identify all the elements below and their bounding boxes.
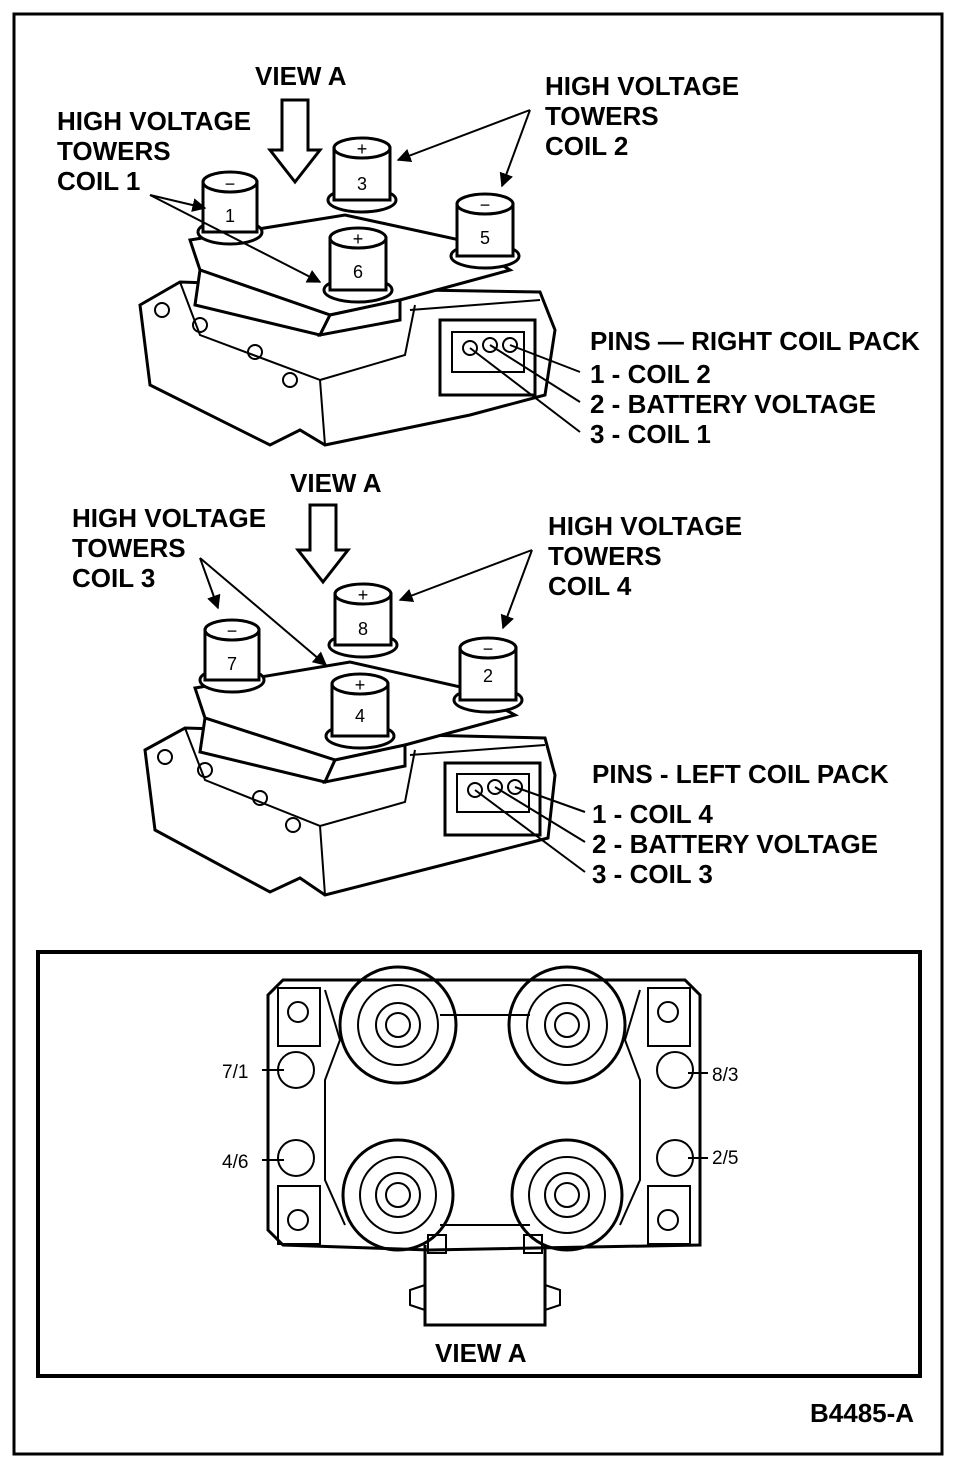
right-pin-3: 3 - COIL 1 [590,419,711,449]
tower-top-upper-left [338,965,458,1085]
coil2-label-line2: TOWERS [545,101,659,131]
coil1-label-line2: TOWERS [57,136,171,166]
right-pin-1: 1 - COIL 2 [590,359,711,389]
tower-5-number: 5 [480,228,490,248]
top-view-box [36,950,922,1378]
tower-2-number: 2 [483,666,493,686]
tower-4-number: 4 [355,706,365,726]
figure-id: B4485-A [810,1398,914,1428]
coil1-label-line1: HIGH VOLTAGE [57,106,251,136]
coil-pack-top-view [262,965,708,1327]
view-a-arrow-top [266,98,324,185]
tower-top-lower-left [341,1138,455,1252]
left-pin-1: 1 - COIL 4 [592,799,713,829]
tower-4: 4 + [324,672,396,750]
right-coil-pack: 1 − 3 + 6 + 5 − [138,136,557,447]
svg-text:+: + [358,585,369,605]
right-pin-2: 2 - BATTERY VOLTAGE [590,389,876,419]
right-pins-title: PINS — RIGHT COIL PACK [590,326,920,356]
outer-border [12,12,944,1456]
tower-2: 2 − [452,636,524,714]
tower-8-number: 8 [358,619,368,639]
hole-label-2-5: 2/5 [712,1148,738,1169]
view-a-label-bottom: VIEW A [435,1338,527,1368]
tower-5: 5 − [449,192,521,270]
tower-3: 3 + [326,136,398,214]
svg-text:+: + [353,229,364,249]
tower-6: 6 + [322,226,394,304]
tower-8: 8 + [327,582,399,659]
tower-6-number: 6 [353,262,363,282]
view-a-label-top: VIEW A [255,61,347,91]
hole-label-8-3: 8/3 [712,1065,738,1086]
coil2-label-line1: HIGH VOLTAGE [545,71,739,101]
hole-label-7-1: 7/1 [222,1062,248,1083]
tower-top-upper-right [507,965,627,1085]
left-pins-title: PINS - LEFT COIL PACK [592,759,889,789]
hole-8-3 [656,1051,694,1089]
coil3-label-line3: COIL 3 [72,563,155,593]
left-pin-2: 2 - BATTERY VOLTAGE [592,829,878,859]
coil4-label-line1: HIGH VOLTAGE [548,511,742,541]
coil4-label-line3: COIL 4 [548,571,632,601]
tower-1-number: 1 [225,206,235,226]
left-coil-pack: 7 − 8 + 4 + 2 − [143,582,557,897]
left-pin-3: 3 - COIL 3 [592,859,713,889]
tower-7-number: 7 [227,654,237,674]
view-a-label-middle: VIEW A [290,468,382,498]
svg-text:−: − [227,621,238,641]
svg-text:+: + [357,139,368,159]
view-a-arrow-middle [294,503,352,585]
coil2-label-line3: COIL 2 [545,131,628,161]
coil1-label-line3: COIL 1 [57,166,140,196]
tower-3-number: 3 [357,174,367,194]
coil3-label-line2: TOWERS [72,533,186,563]
svg-text:−: − [480,195,491,215]
svg-text:+: + [355,675,366,695]
hole-label-4-6: 4/6 [222,1152,248,1173]
hole-2-5 [656,1139,694,1177]
hole-4-6 [277,1139,315,1177]
coil4-label-line2: TOWERS [548,541,662,571]
tower-top-lower-right [510,1138,624,1252]
tower-1: 1 − [196,170,264,246]
svg-text:−: − [225,174,236,194]
svg-text:−: − [483,639,494,659]
coil3-label-line1: HIGH VOLTAGE [72,503,266,533]
tower-7: 7 − [198,618,266,694]
